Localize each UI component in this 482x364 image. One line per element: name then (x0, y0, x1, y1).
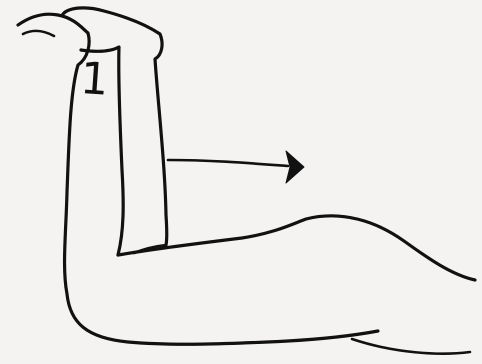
thigh-outline (118, 216, 475, 280)
leg-front-outline (63, 8, 167, 245)
toe-curve (23, 31, 54, 36)
lower-tail-line (352, 339, 470, 354)
figure-label: 1 (79, 57, 110, 103)
arrow-shaft (168, 160, 288, 166)
leg-outer-outline (18, 14, 378, 344)
